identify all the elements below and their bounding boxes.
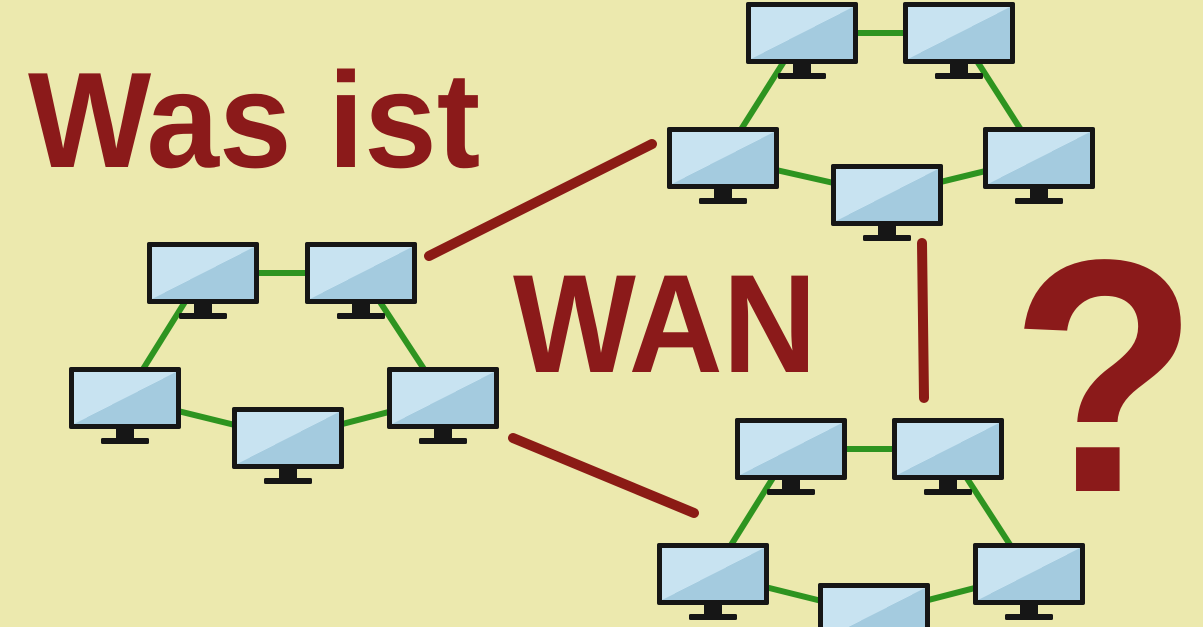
question-mark-text: ? [1010, 191, 1199, 562]
wan-link [424, 139, 657, 261]
computer-monitor-icon [657, 543, 769, 620]
computer-monitor-icon [903, 2, 1015, 79]
computer-monitor-icon [818, 583, 930, 627]
wan-link [508, 433, 699, 518]
computer-monitor-icon [305, 242, 417, 319]
computer-monitor-icon [735, 418, 847, 495]
computer-monitor-icon [831, 164, 943, 241]
computer-monitor-icon [892, 418, 1004, 495]
computer-monitor-icon [232, 407, 344, 484]
wan-keyword-text: WAN [513, 245, 817, 402]
headline-text: Was ist [28, 44, 481, 196]
computer-monitor-icon [983, 127, 1095, 204]
computer-monitor-icon [667, 127, 779, 204]
computer-monitor-icon [147, 242, 259, 319]
computer-monitor-icon [973, 543, 1085, 620]
computer-monitor-icon [387, 367, 499, 444]
wan-link [917, 238, 929, 403]
computer-monitor-icon [746, 2, 858, 79]
computer-monitor-icon [69, 367, 181, 444]
